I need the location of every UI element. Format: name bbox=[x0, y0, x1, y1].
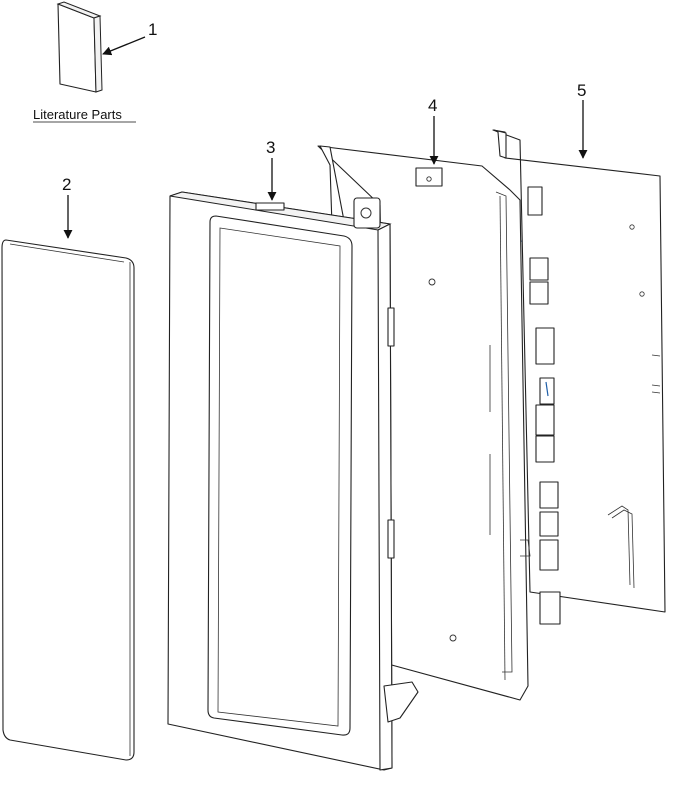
callout-number-1: 1 bbox=[148, 20, 157, 39]
board-connectors bbox=[527, 186, 561, 625]
control-board[interactable] bbox=[492, 129, 666, 625]
callout-number-5: 5 bbox=[577, 81, 586, 100]
literature-parts-label: Literature Parts bbox=[33, 107, 122, 122]
callout-number-4: 4 bbox=[428, 96, 437, 115]
callout-number-2: 2 bbox=[62, 175, 71, 194]
trim-frame[interactable] bbox=[167, 191, 419, 771]
callout-arrow-1 bbox=[102, 36, 146, 56]
literature-booklet[interactable] bbox=[56, 1, 103, 93]
callout-number-3: 3 bbox=[266, 138, 275, 157]
glass-panel[interactable] bbox=[1, 239, 135, 761]
